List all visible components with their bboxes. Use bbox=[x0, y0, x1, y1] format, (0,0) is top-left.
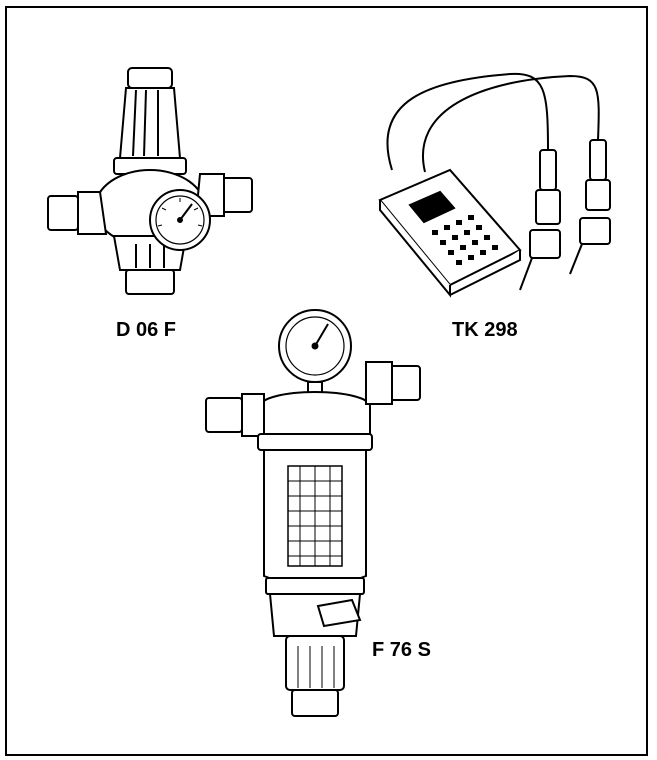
filter-illustration bbox=[205, 309, 421, 717]
pressure-reducer-illustration bbox=[47, 67, 253, 295]
illustration-frame bbox=[5, 6, 648, 756]
label-d06f: D 06 F bbox=[116, 319, 177, 341]
test-kit-illustration bbox=[378, 72, 611, 298]
label-f76s: F 76 S bbox=[372, 639, 431, 661]
label-tk298: TK 298 bbox=[452, 319, 518, 341]
